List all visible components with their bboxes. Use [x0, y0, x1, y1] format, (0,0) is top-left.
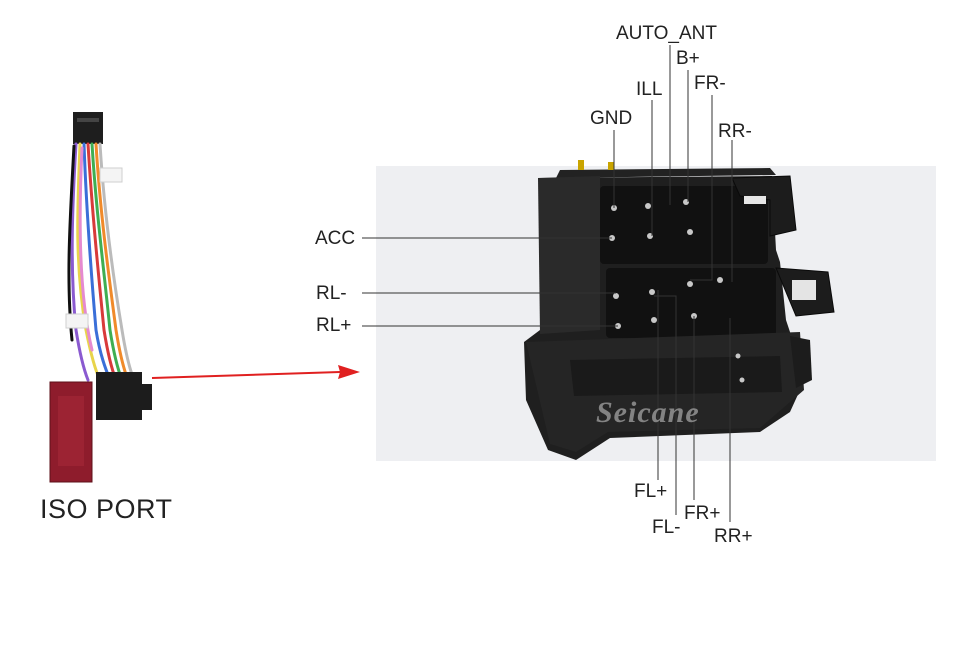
- iso-connector-thumbnail: [96, 372, 142, 420]
- brand-watermark: Seicane: [596, 396, 700, 429]
- pin-label-fl-minus: FL-: [652, 517, 681, 538]
- pin-label-fl-plus: FL+: [634, 481, 668, 502]
- pin-label-rr-plus: RR+: [714, 526, 753, 547]
- pin-label-auto-ant: AUTO_ANT: [616, 23, 718, 44]
- pin-label-rl-plus: RL+: [316, 315, 352, 336]
- harness-thumbnail: [49, 112, 152, 483]
- pin-label-rl-minus: RL-: [316, 283, 347, 304]
- pin-label-b-plus: B+: [676, 48, 700, 69]
- pin-label-gnd: GND: [590, 108, 633, 129]
- pin-label-fr-minus: FR-: [694, 73, 726, 94]
- pin-label-ill: ILL: [636, 79, 663, 100]
- pin-label-fr-plus: FR+: [684, 503, 721, 524]
- leader-lines: [362, 45, 733, 522]
- pin-label-rr-minus: RR-: [718, 121, 752, 142]
- pointer-arrow: [151, 365, 360, 379]
- iso-port-caption: ISO PORT: [40, 494, 173, 524]
- pin-label-acc: ACC: [315, 228, 356, 249]
